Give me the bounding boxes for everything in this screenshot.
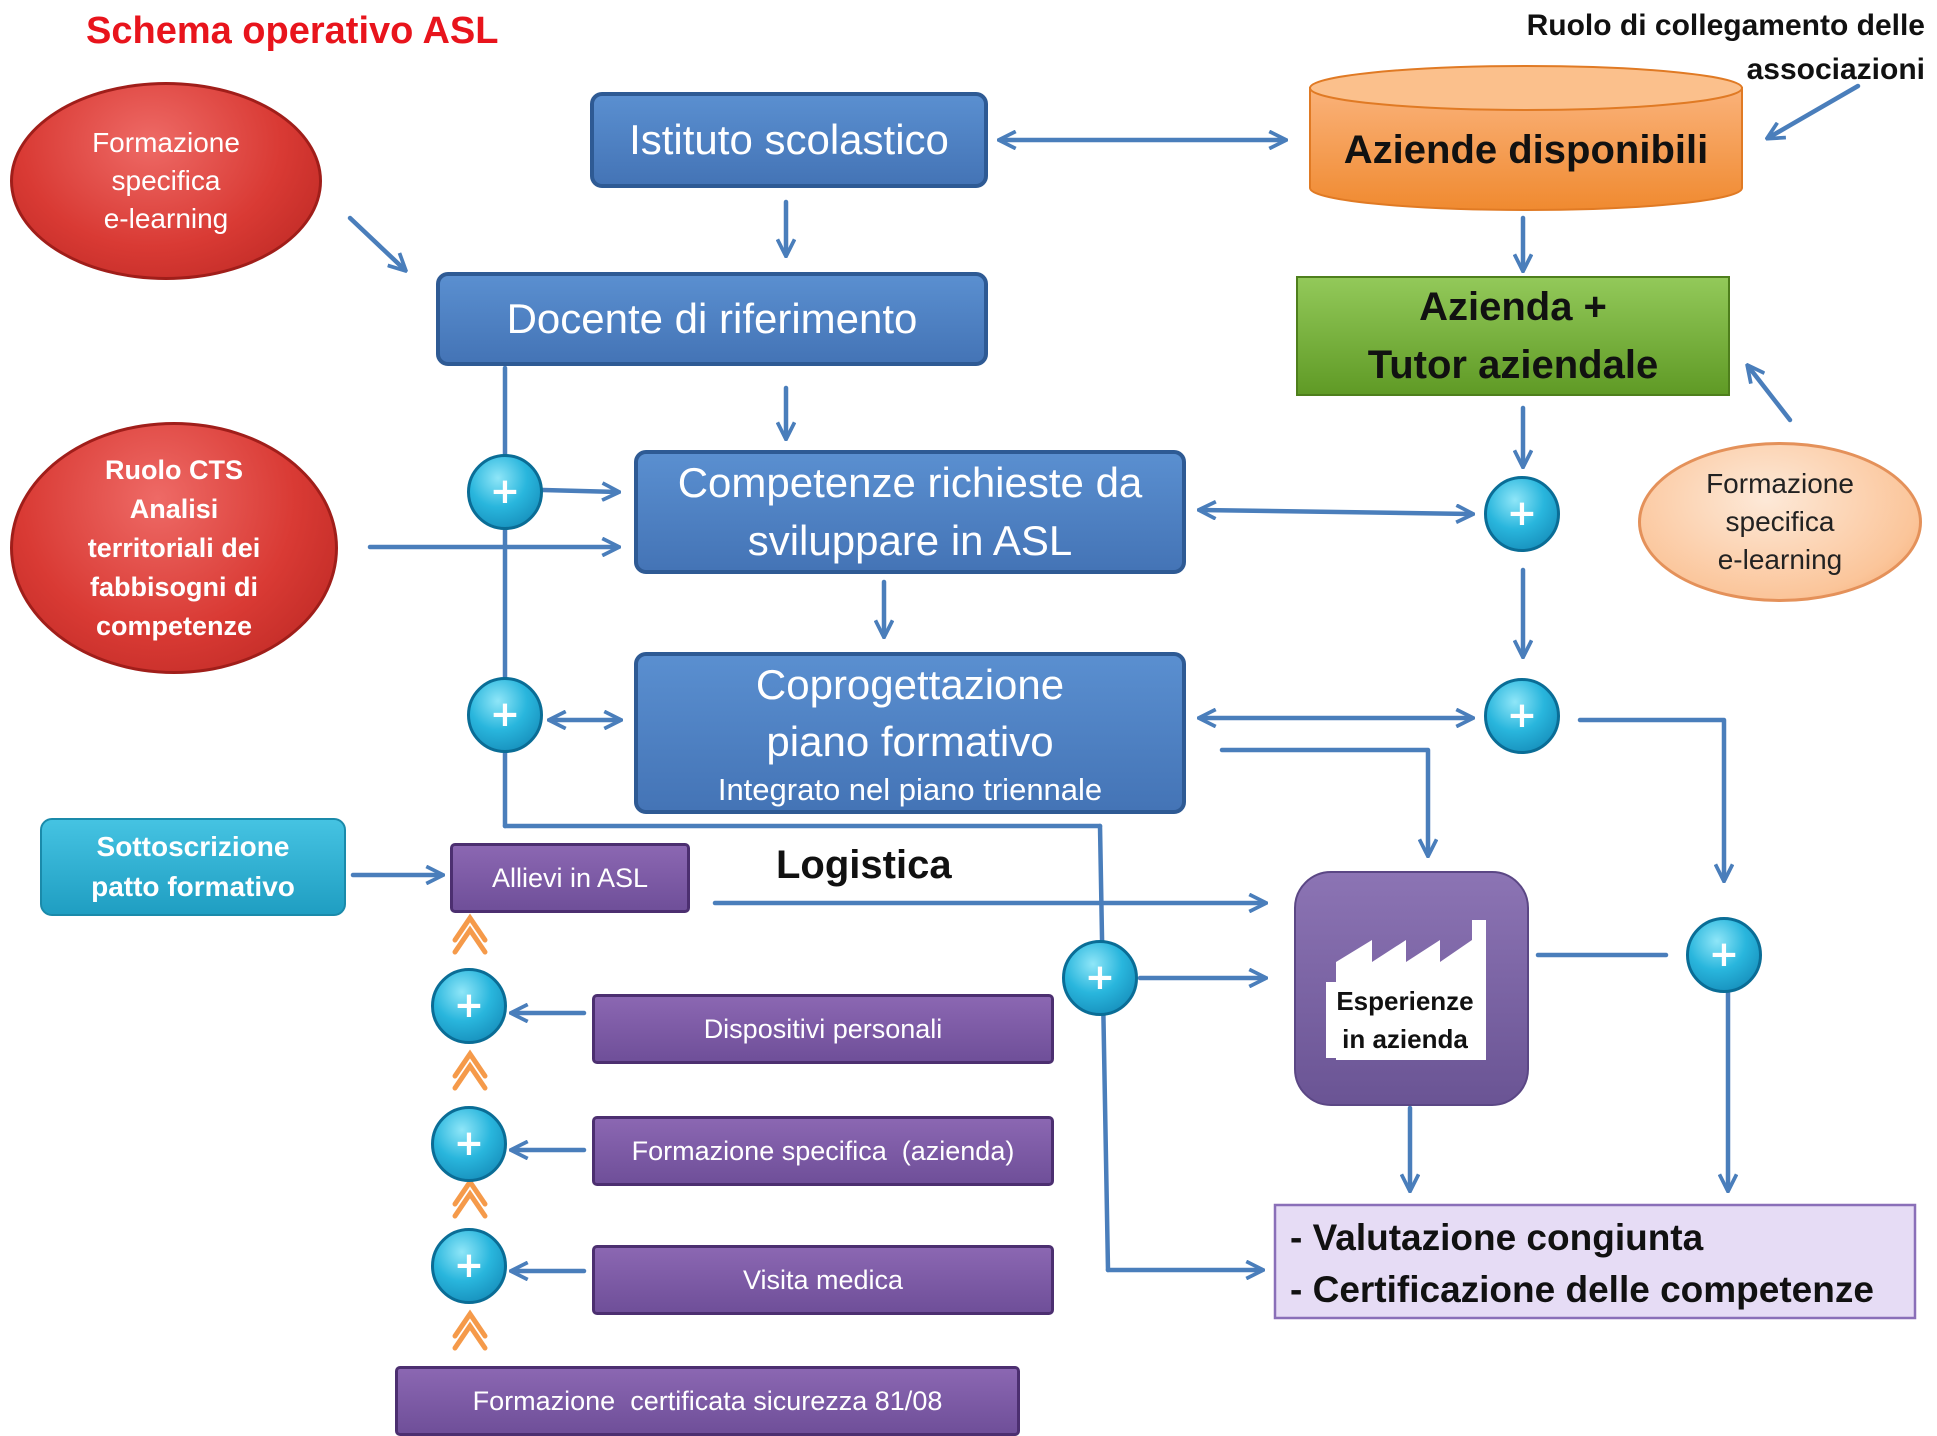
up-arrow-4 bbox=[452, 1309, 488, 1351]
elearning-right-line-1: Formazione bbox=[1706, 468, 1854, 499]
cts-line-1: Ruolo CTS bbox=[105, 454, 243, 485]
dispositivi-box: Dispositivi personali bbox=[592, 994, 1054, 1064]
plus-node-middle: + bbox=[1062, 940, 1138, 1016]
elearning-right-line-3: e-learning bbox=[1717, 544, 1843, 575]
arrow-association bbox=[1768, 83, 1861, 138]
dispositivi-label: Dispositivi personali bbox=[703, 1013, 943, 1044]
allievi-asl-box: Allievi in ASL bbox=[450, 843, 690, 913]
sottoscrizione-box: Sottoscrizione patto formativo bbox=[40, 818, 346, 916]
esperienze-line-1: Esperienze bbox=[1336, 986, 1474, 1016]
allievi-label: Allievi in ASL bbox=[491, 862, 649, 893]
association-role-label: Ruolo di collegamento delle associazioni bbox=[1527, 4, 1925, 92]
cts-line-5: competenze bbox=[95, 610, 253, 641]
coprogettazione-line-2: piano formativo bbox=[766, 718, 1054, 765]
arrow-competenze-plus bbox=[1200, 510, 1472, 514]
aziende-cylinder-shape bbox=[1309, 65, 1743, 211]
competenze-line-1: Competenze richieste da bbox=[677, 459, 1143, 506]
coprogettazione-box: Coprogettazione piano formativo Integrat… bbox=[634, 652, 1186, 814]
logistica-label: Logistica bbox=[776, 843, 952, 887]
sottoscrizione-line-2: patto formativo bbox=[91, 871, 295, 902]
plus-node-dispositivi: + bbox=[431, 968, 507, 1044]
formazione-elearning-right: Formazione specifica e-learning bbox=[1638, 442, 1922, 602]
istituto-label: Istituto scolastico bbox=[629, 116, 949, 163]
line-to-valutazione bbox=[1097, 823, 1111, 1273]
istituto-scolastico-box: Istituto scolastico bbox=[590, 92, 988, 188]
visita-label: Visita medica bbox=[742, 1264, 904, 1295]
valutazione-line-2: - Certificazione delle competenze bbox=[1290, 1269, 1874, 1310]
visita-medica-box: Visita medica bbox=[592, 1245, 1054, 1315]
plus-node-far-right: + bbox=[1686, 917, 1762, 993]
arrow-plus-competenze bbox=[540, 490, 618, 492]
competenze-box: Competenze richieste da sviluppare in AS… bbox=[634, 450, 1186, 574]
formazione-sicurezza-box: Formazione certificata sicurezza 81/08 bbox=[395, 1366, 1020, 1436]
elearning-left-line-3: e-learning bbox=[103, 203, 229, 234]
sottoscrizione-line-1: Sottoscrizione bbox=[96, 831, 290, 862]
plus-node-left-1: + bbox=[467, 454, 543, 530]
arrow-elearning-tutor bbox=[1748, 366, 1793, 423]
coprogettazione-line-1: Coprogettazione bbox=[755, 661, 1065, 708]
page-title: Schema operativo ASL bbox=[86, 10, 499, 52]
plus-node-visita: + bbox=[431, 1228, 507, 1304]
arrow-elearning-docente bbox=[347, 215, 405, 270]
azienda-tutor-line-2: Tutor aziendale bbox=[1367, 343, 1659, 387]
up-arrow-2 bbox=[452, 1049, 488, 1091]
up-arrow-3 bbox=[452, 1177, 488, 1219]
docente-label: Docente di riferimento bbox=[506, 295, 918, 342]
plus-node-formazione: + bbox=[431, 1106, 507, 1182]
azienda-tutor-shape bbox=[1296, 276, 1730, 396]
valutazione-line-1: - Valutazione congiunta bbox=[1290, 1217, 1704, 1258]
plus-node-left-2: + bbox=[467, 677, 543, 753]
valutazione-label: - Valutazione congiunta - Certificazione… bbox=[1290, 1212, 1910, 1316]
cts-line-3: territoriali dei bbox=[87, 532, 261, 563]
elearning-right-line-2: specifica bbox=[1725, 506, 1835, 537]
sicurezza-label: Formazione certificata sicurezza 81/08 bbox=[472, 1385, 943, 1416]
coprogettazione-subtitle: Integrato nel piano triennale bbox=[717, 772, 1103, 807]
association-role-line-1: Ruolo di collegamento delle bbox=[1526, 9, 1925, 42]
esperienze-label: Esperienze in azienda bbox=[1326, 982, 1484, 1058]
azienda-tutor-label: Azienda + Tutor aziendale bbox=[1297, 277, 1729, 395]
plus-node-right-1: + bbox=[1484, 476, 1560, 552]
plus-node-right-2: + bbox=[1484, 678, 1560, 754]
ruolo-cts-ellipse: Ruolo CTS Analisi territoriali dei fabbi… bbox=[10, 422, 338, 674]
docente-riferimento-box: Docente di riferimento bbox=[436, 272, 988, 366]
azienda-tutor-line-1: Azienda + bbox=[1419, 285, 1607, 329]
arrow-plus2-plusfar bbox=[1577, 717, 1724, 880]
valutazione-shape bbox=[1273, 1203, 1917, 1320]
cts-line-2: Analisi bbox=[129, 493, 219, 524]
esperienze-line-2: in azienda bbox=[1342, 1024, 1468, 1054]
competenze-line-2: sviluppare in ASL bbox=[747, 517, 1073, 564]
formazione-elearning-left: Formazione specifica e-learning bbox=[10, 82, 322, 280]
aziende-text: Aziende disponibili bbox=[1343, 127, 1709, 172]
arrow-copro-esperienze bbox=[1219, 747, 1428, 855]
formazione-azienda-box: Formazione specifica (azienda) bbox=[592, 1116, 1054, 1186]
formazione-azienda-label: Formazione specifica (azienda) bbox=[631, 1135, 1015, 1166]
aziende-disponibili-label: Aziende disponibili bbox=[1310, 120, 1742, 180]
elearning-left-line-2: specifica bbox=[111, 165, 221, 196]
association-role-line-2: associazioni bbox=[1746, 53, 1925, 86]
up-arrow-1 bbox=[452, 913, 488, 955]
elearning-left-line-1: Formazione bbox=[92, 127, 240, 158]
cts-line-4: fabbisogni di bbox=[90, 571, 258, 602]
